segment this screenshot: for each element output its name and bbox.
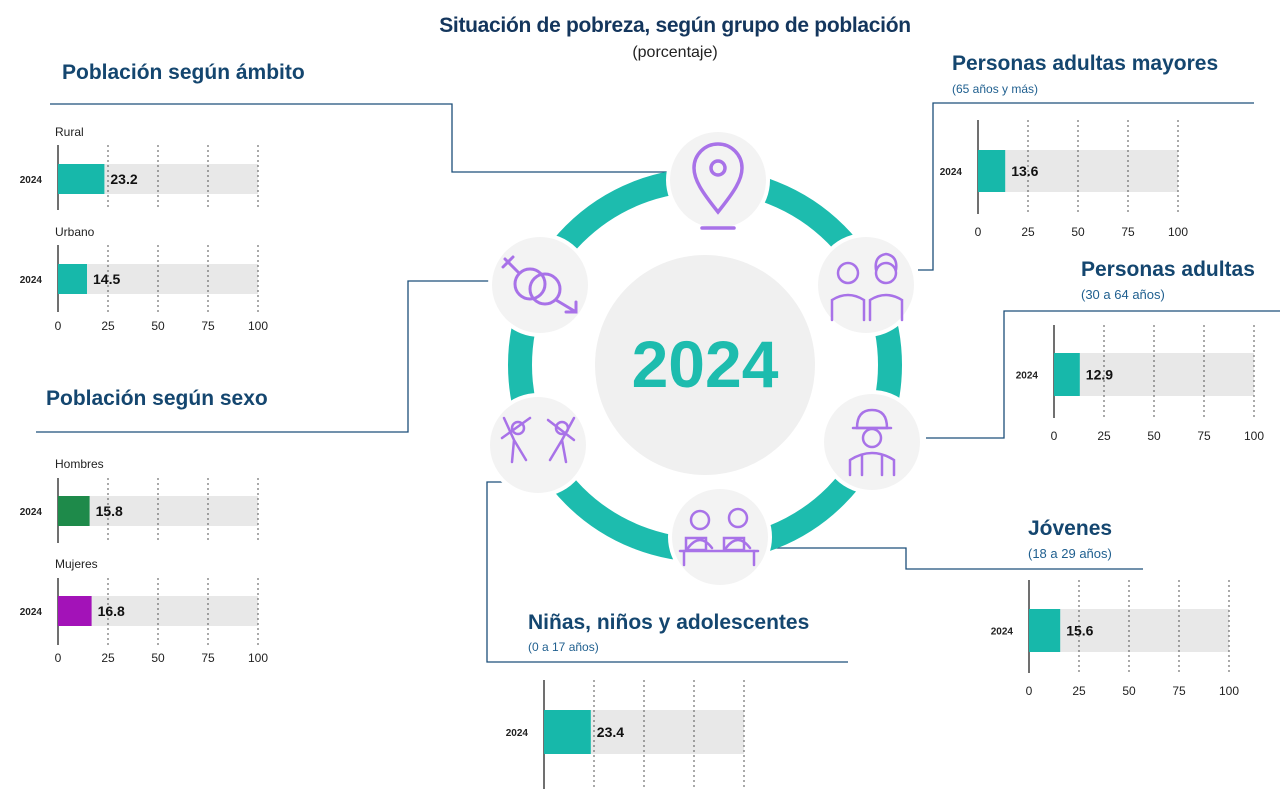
older-adults-icon <box>830 252 904 322</box>
value-label-adultas: 12.9 <box>1086 367 1113 383</box>
tick-label-mayores-100: 100 <box>1168 225 1188 239</box>
tick-label-mujeres-100: 100 <box>248 651 268 665</box>
tick-label-adultas-25: 25 <box>1097 429 1111 443</box>
category-label-rural: 2024 <box>20 175 43 186</box>
value-label-hombres: 15.8 <box>96 503 123 519</box>
icon-circle-older-adults <box>814 233 918 337</box>
section-title-mayores: Personas adultas mayores <box>952 52 1219 75</box>
chart-ninos: 23.4 2024 <box>506 680 745 789</box>
category-label-mujeres: 2024 <box>20 607 43 618</box>
center-disc <box>595 255 815 475</box>
tick-label-mujeres-0: 0 <box>55 651 62 665</box>
connector-ninos <box>486 481 848 663</box>
chart-mayores: 13.6 2024 0 25 50 75 100 <box>940 120 1188 239</box>
label-hombres: Hombres <box>55 457 104 471</box>
tick-label-mayores-25: 25 <box>1021 225 1035 239</box>
chart-urbano: 14.5 2024 0 25 50 75 100 <box>20 245 268 333</box>
value-label-rural: 23.2 <box>110 171 137 187</box>
tick-label-jovenes-100: 100 <box>1219 684 1239 698</box>
worker-icon <box>848 408 896 477</box>
section-subtitle-adultas: (30 a 64 años) <box>1081 287 1165 302</box>
location-pin-icon <box>692 142 744 230</box>
value-label-jovenes: 15.6 <box>1066 623 1093 639</box>
section-subtitle-ninos: (0 a 17 años) <box>528 640 599 654</box>
section-title-adultas: Personas adultas <box>1081 258 1255 281</box>
value-label-ninos: 23.4 <box>597 724 624 740</box>
category-label-hombres: 2024 <box>20 507 43 518</box>
section-subtitle-jovenes: (18 a 29 años) <box>1028 546 1112 561</box>
children-jumping-icon <box>500 416 576 464</box>
section-subtitle-mayores: (65 años y más) <box>952 82 1039 96</box>
section-title-ambito: Población según ámbito <box>62 61 305 84</box>
bar-mayores <box>978 150 1006 192</box>
tick-label-mujeres-25: 25 <box>101 651 115 665</box>
connector-lines <box>36 102 1280 663</box>
icon-circle-children <box>486 393 590 497</box>
tick-label-adultas-100: 100 <box>1244 429 1264 443</box>
tick-label-mujeres-75: 75 <box>201 651 215 665</box>
tick-label-urbano-50: 50 <box>151 319 165 333</box>
tick-label-mayores-75: 75 <box>1121 225 1135 239</box>
connector-mayores <box>918 102 1254 271</box>
tick-label-urbano-0: 0 <box>55 319 62 333</box>
bar-mujeres <box>58 596 92 626</box>
main-title: Situación de pobreza, según grupo de pob… <box>439 14 911 37</box>
label-mujeres: Mujeres <box>55 557 98 571</box>
chart-jovenes: 15.6 2024 0 25 50 75 100 <box>991 580 1239 698</box>
bar-ninos <box>544 710 591 754</box>
category-label-jovenes: 2024 <box>991 627 1014 638</box>
gender-symbols-icon <box>501 255 578 314</box>
icon-circle-students <box>668 485 772 589</box>
label-rural: Rural <box>55 125 84 139</box>
connector-sexo <box>36 280 500 433</box>
label-urbano: Urbano <box>55 225 95 239</box>
category-label-mayores: 2024 <box>940 167 963 178</box>
bar-hombres <box>58 496 90 526</box>
tick-label-mujeres-50: 50 <box>151 651 165 665</box>
tick-label-urbano-75: 75 <box>201 319 215 333</box>
bar-rural <box>58 164 105 194</box>
icon-circle-location <box>666 128 770 232</box>
category-label-ninos: 2024 <box>506 728 529 739</box>
tick-label-adultas-50: 50 <box>1147 429 1161 443</box>
chart-mujeres: 16.8 2024 0 25 50 75 100 <box>20 578 268 665</box>
chart-rural: 23.2 2024 <box>20 145 259 210</box>
students-laptop-icon <box>678 507 760 567</box>
value-label-mayores: 13.6 <box>1011 163 1038 179</box>
bar-urbano <box>58 264 87 294</box>
tick-label-urbano-100: 100 <box>248 319 268 333</box>
tick-label-adultas-75: 75 <box>1197 429 1211 443</box>
value-label-mujeres: 16.8 <box>98 603 125 619</box>
category-label-urbano: 2024 <box>20 275 43 286</box>
bar-jovenes <box>1029 609 1061 652</box>
section-title-jovenes: Jóvenes <box>1028 517 1113 540</box>
chart-adultas: 12.9 2024 0 25 50 75 100 <box>1016 325 1264 443</box>
value-label-urbano: 14.5 <box>93 271 120 287</box>
icon-circle-worker <box>820 390 924 494</box>
center-year-text: 2024 <box>632 327 779 401</box>
main-subtitle: (porcentaje) <box>632 44 718 61</box>
tick-label-jovenes-50: 50 <box>1122 684 1136 698</box>
tick-label-mayores-50: 50 <box>1071 225 1085 239</box>
tick-label-jovenes-25: 25 <box>1072 684 1086 698</box>
icon-circle-gender <box>488 233 592 337</box>
tick-label-mayores-0: 0 <box>975 225 982 239</box>
tick-label-adultas-0: 0 <box>1051 429 1058 443</box>
tick-label-jovenes-0: 0 <box>1026 684 1033 698</box>
tick-label-urbano-25: 25 <box>101 319 115 333</box>
connector-ambito <box>50 103 672 173</box>
section-title-sexo: Población según sexo <box>46 387 268 410</box>
bar-adultas <box>1054 353 1080 396</box>
bar-track-urbano <box>58 264 258 294</box>
tick-label-jovenes-75: 75 <box>1172 684 1186 698</box>
chart-hombres: 15.8 2024 <box>20 478 259 543</box>
category-label-adultas: 2024 <box>1016 371 1039 382</box>
connector-adultas <box>926 310 1280 439</box>
section-title-ninos: Niñas, niños y adolescentes <box>528 611 810 634</box>
connector-jovenes <box>772 547 1143 570</box>
bar-track-adultas <box>1054 353 1254 396</box>
bar-track-hombres <box>58 496 258 526</box>
